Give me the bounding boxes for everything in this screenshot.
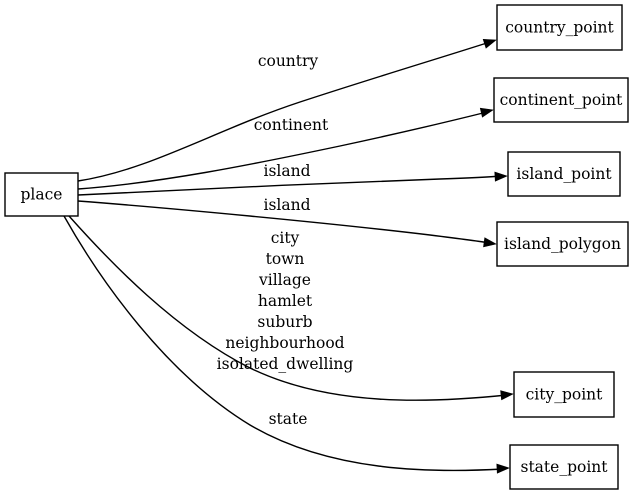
edge-line-continent_point (77, 111, 488, 190)
node-island_polygon[interactable]: island_polygon (496, 221, 629, 267)
edge-label-line: continent (254, 116, 329, 134)
edge-place-to-country_point (77, 39, 497, 182)
edge-label-line: isolated_dwelling (217, 355, 354, 373)
edge-line-island_point (77, 175, 502, 196)
edge-label-line: state (269, 410, 308, 428)
edge-label-island_polygon: island (263, 196, 310, 214)
node-label-continent_point: continent_point (500, 91, 623, 109)
node-label-city_point: city_point (526, 386, 604, 404)
edge-arrowhead-city_point (500, 390, 514, 401)
edge-line-state_point (63, 215, 504, 472)
edge-label-line: hamlet (258, 292, 313, 310)
edge-place-to-continent_point (77, 107, 494, 190)
edge-arrowhead-state_point (496, 463, 510, 474)
edge-label-island_point: island (263, 162, 310, 180)
edge-label-line: suburb (257, 313, 312, 331)
edge-labels-layer: country continent island island city town vill… (217, 52, 354, 428)
edge-arrowhead-country_point (482, 39, 497, 49)
edge-label-line: village (258, 271, 311, 289)
edge-label-line: town (266, 250, 305, 268)
node-country_point[interactable]: country_point (496, 4, 623, 51)
node-place[interactable]: place (4, 172, 79, 217)
edge-label-city_point: city town village hamlet suburb neighbourhood… (217, 229, 354, 373)
edge-label-line: island (263, 196, 310, 214)
edge-arrowhead-island_point (494, 171, 508, 182)
edge-label-country_point: country (258, 52, 319, 70)
node-label-state_point: state_point (521, 458, 609, 476)
edge-label-line: country (258, 52, 319, 70)
edge-line-city_point (68, 215, 508, 401)
edge-label-line: neighbourhood (225, 334, 344, 352)
node-box-city_point[interactable] (513, 371, 615, 418)
node-island_point[interactable]: island_point (507, 151, 621, 197)
node-label-island_polygon: island_polygon (504, 235, 621, 253)
node-state_point[interactable]: state_point (509, 444, 619, 490)
edge-arrowhead-island_polygon (483, 237, 497, 248)
edge-place-to-island_polygon (77, 200, 497, 248)
edge-place-to-city_point (68, 215, 514, 401)
edge-line-country_point (77, 41, 491, 182)
node-box-place[interactable] (4, 172, 79, 217)
node-box-continent_point[interactable] (493, 77, 629, 123)
nodes-layer: place country_point continent_point island_… (4, 4, 629, 490)
node-box-island_point[interactable] (507, 151, 621, 197)
node-label-place: place (21, 186, 63, 204)
edge-arrowhead-continent_point (479, 107, 494, 118)
edge-place-to-state_point (63, 215, 510, 474)
node-box-state_point[interactable] (509, 444, 619, 490)
edge-place-to-island_point (77, 171, 508, 196)
node-continent_point[interactable]: continent_point (493, 77, 629, 123)
node-city_point[interactable]: city_point (513, 371, 615, 418)
edge-label-state_point: state (269, 410, 308, 428)
node-label-country_point: country_point (505, 19, 614, 37)
edge-label-line: island (263, 162, 310, 180)
node-box-country_point[interactable] (496, 4, 623, 51)
node-label-island_point: island_point (516, 165, 612, 183)
edges-layer (63, 39, 514, 474)
edge-label-continent_point: continent (254, 116, 329, 134)
edge-line-island_polygon (77, 200, 491, 244)
edge-label-line: city (271, 229, 300, 247)
node-box-island_polygon[interactable] (496, 221, 629, 267)
